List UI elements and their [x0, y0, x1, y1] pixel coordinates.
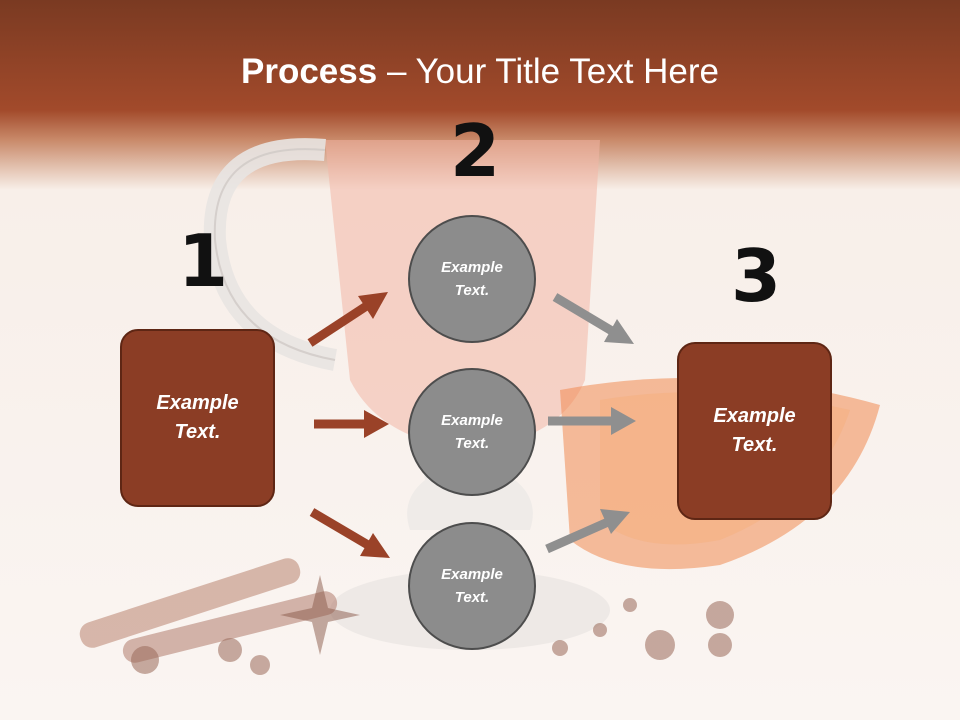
step-number-3: 3	[731, 234, 782, 318]
slide-title: Process – Your Title Text Here	[0, 52, 960, 92]
arrow-middle-to-3	[548, 407, 636, 435]
title-rest: Your Title Text Here	[415, 52, 720, 91]
circle-top-line1: Example	[441, 259, 503, 276]
star-anise	[280, 575, 360, 655]
cloves	[131, 598, 734, 675]
step-number-1: 1	[178, 219, 229, 303]
arrow-1-to-top	[307, 292, 388, 347]
step-number-2: 2	[450, 109, 501, 193]
arrow-top-to-3	[552, 293, 634, 344]
step-3-text-line2: Text.	[731, 434, 778, 456]
arrow-bottom-to-3	[545, 509, 630, 554]
circle-middle-line1: Example	[441, 412, 503, 429]
arrow-1-to-bottom	[309, 508, 390, 558]
circle-top-line2: Text.	[454, 282, 490, 299]
step-1-text-line2: Text.	[174, 421, 221, 443]
title-bold: Process	[241, 52, 378, 91]
circle-bottom-line1: Example	[441, 566, 503, 583]
arrow-1-to-middle	[314, 410, 389, 438]
cinnamon-stick	[79, 558, 301, 648]
step-3-text-line1: Example	[713, 405, 796, 427]
circle-bottom-line2: Text.	[454, 589, 490, 606]
title-separator: –	[377, 52, 416, 91]
circle-middle-line2: Text.	[454, 435, 490, 452]
step-1-text-line1: Example	[156, 392, 239, 414]
